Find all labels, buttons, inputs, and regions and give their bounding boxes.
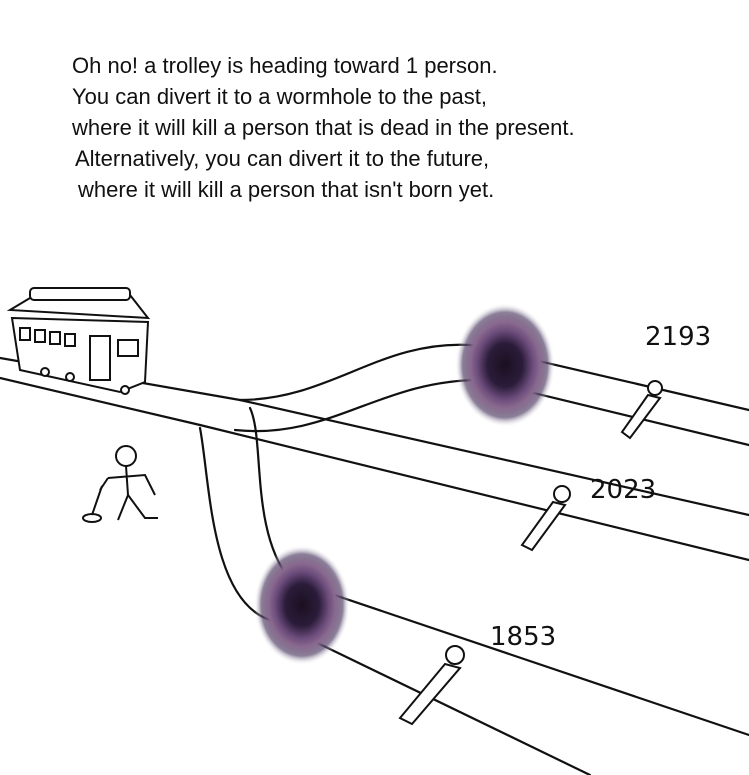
present-person xyxy=(520,485,571,552)
future-wormhole xyxy=(455,303,555,427)
present-track-rail xyxy=(198,423,749,562)
caption-line: You can divert it to a wormhole to the p… xyxy=(72,84,487,109)
future-year-label: 2193 xyxy=(645,322,711,352)
caption-line: Oh no! a trolley is heading toward 1 per… xyxy=(72,53,498,78)
present-track-rail xyxy=(238,398,749,517)
caption-line: where it will kill a person that isn't b… xyxy=(78,177,495,202)
past-person xyxy=(398,645,465,726)
past-year-label: 1853 xyxy=(490,622,556,652)
caption-line: where it will kill a person that is dead… xyxy=(72,115,575,140)
future-track-rail xyxy=(238,343,749,412)
trolley xyxy=(6,287,151,395)
caption: Oh no! a trolley is heading toward 1 per… xyxy=(72,50,732,205)
main-track-rail xyxy=(0,376,202,427)
future-person xyxy=(620,380,663,440)
lever-person xyxy=(82,445,158,523)
past-wormhole xyxy=(254,545,350,665)
caption-line: Alternatively, you can divert it to the … xyxy=(75,146,490,171)
present-year-label: 2023 xyxy=(590,475,656,505)
